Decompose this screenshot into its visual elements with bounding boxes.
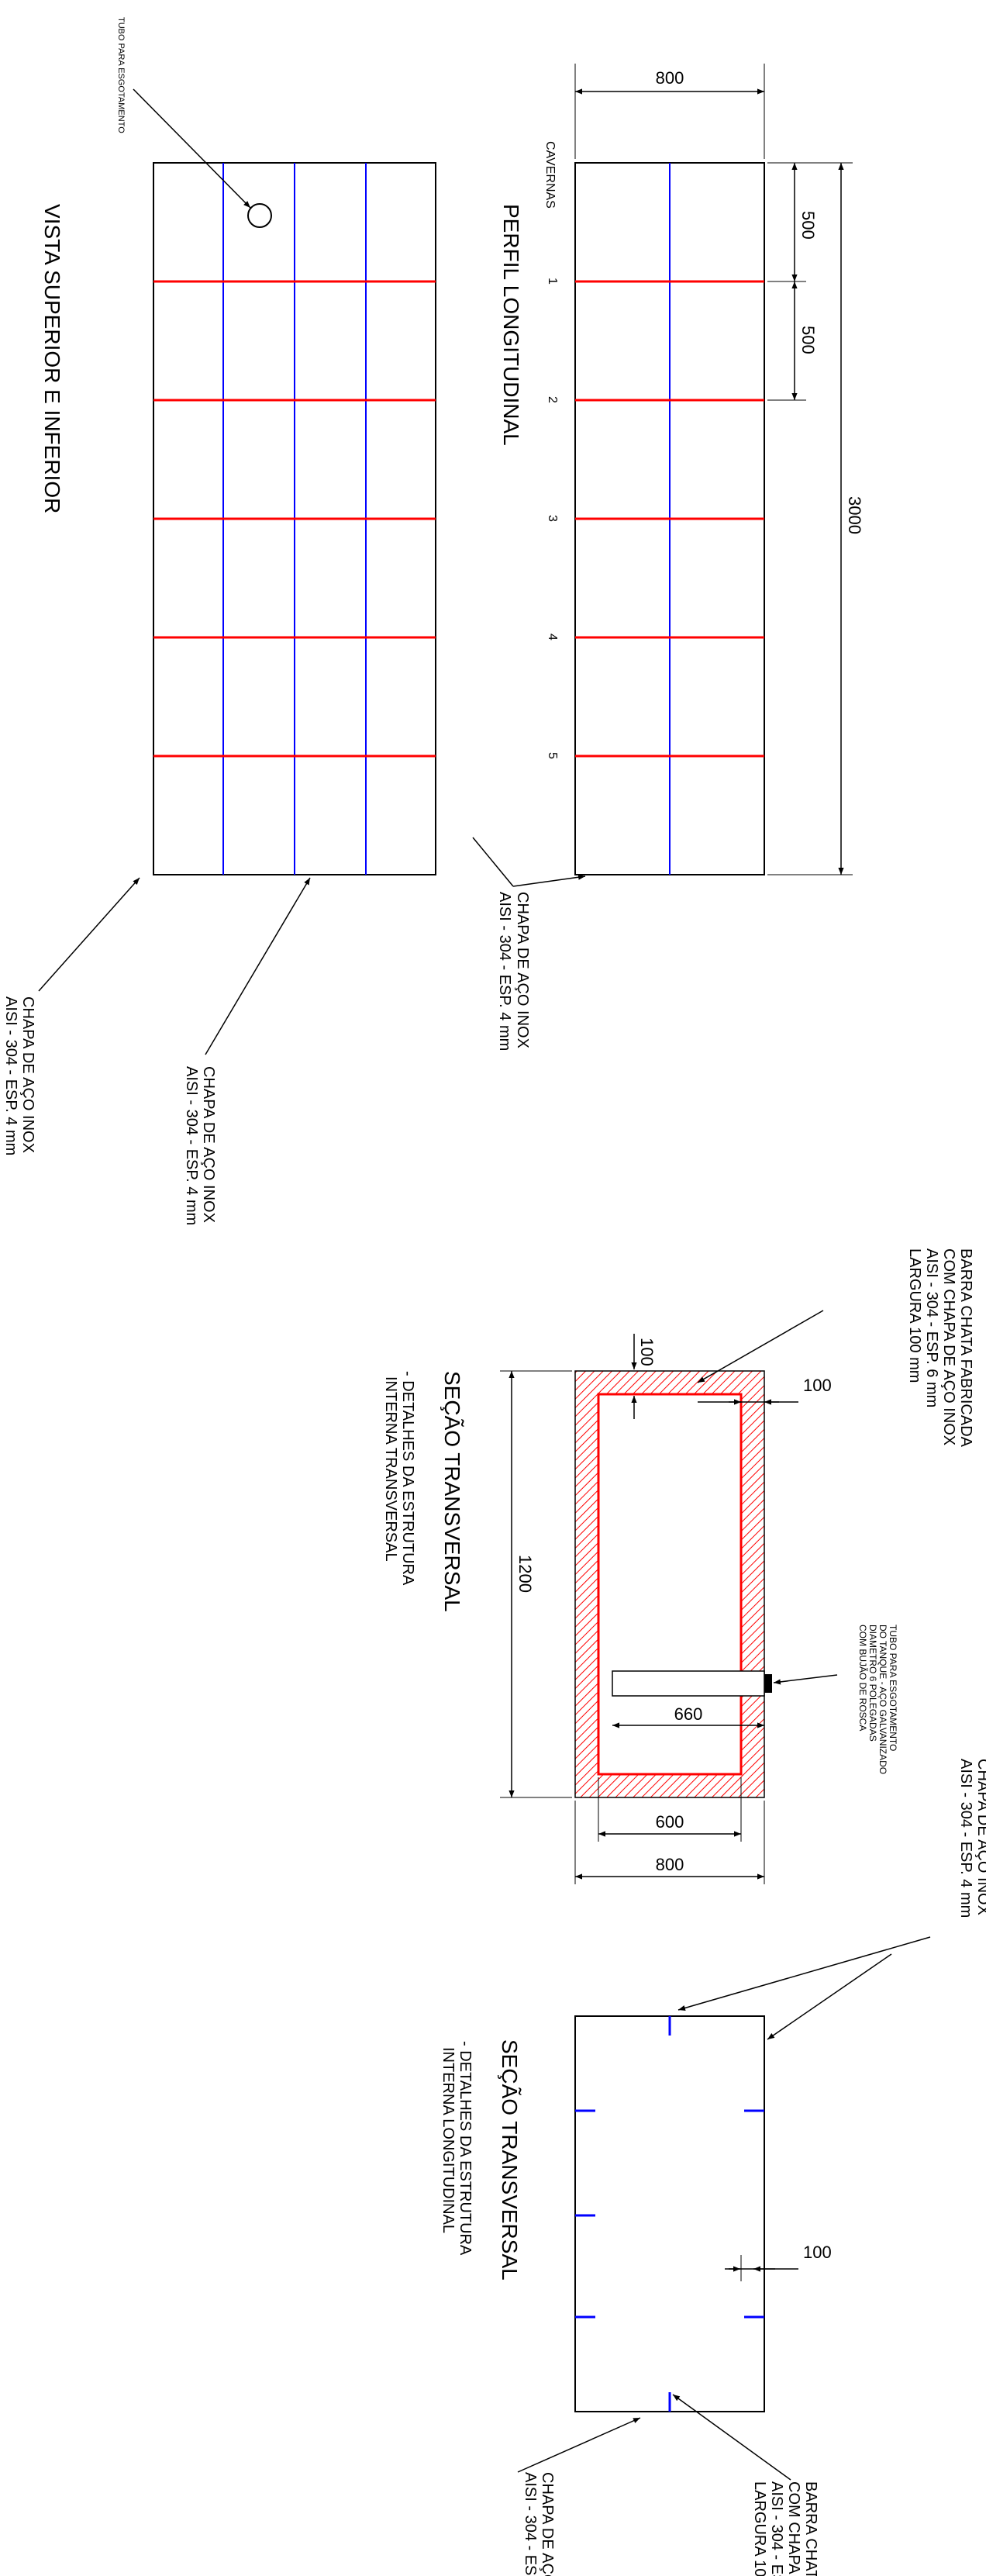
bar-label-1-line4: LARGURA 100 mm [906, 1248, 923, 1383]
bar-leader-1 [697, 1310, 824, 1383]
transverse-section-1: 100 100 1200 660 600 800 BARRA CHATA FAB… [382, 1248, 974, 1884]
section-1-hatch [575, 1371, 764, 1797]
bar-label-2-line2: COM CHAPA DE AÇO INOX [785, 2481, 802, 2576]
caverna-number: 2 [546, 396, 559, 403]
top-view: TUBO PARA ESGOTAMENTO VISTA SUPERIOR E I… [2, 17, 436, 1225]
plate-leader-4 [767, 1953, 892, 2040]
drain-leader [133, 88, 251, 209]
dim-width: 800 [656, 68, 684, 88]
plate-leader-3 [677, 1936, 931, 2011]
drain-note-line1: TUBO PARA ESGOTAMENTO [888, 1625, 898, 1751]
plate-label-5-line1: CHAPA DE AÇO INOX [539, 2472, 556, 2576]
drain-note-leader [773, 1674, 838, 1685]
plate-label-1-line2: AISI - 304 - ESP. 4 mm [2, 996, 19, 1155]
dim-spacing-1: 500 [798, 211, 818, 240]
drain-plug [764, 1674, 772, 1693]
profile-plate-leader [472, 837, 514, 887]
caverna-number: 1 [546, 278, 559, 285]
profile-plate-label-line2: AISI - 304 - ESP. 4 mm [496, 892, 513, 1051]
plate-label-3-line2: AISI - 304 - ESP. 4 mm [957, 1759, 974, 1918]
dim-100-right: 100 [803, 1376, 832, 1395]
plate-label-5-line2: AISI - 304 - ESP. 4 mm [522, 2472, 539, 2576]
section-1-subtitle-line2: INTERNA TRANSVERSAL [382, 1376, 399, 1562]
section-1-inner [597, 1393, 743, 1776]
plate-label-2-line2: AISI - 304 - ESP. 4 mm [183, 1066, 200, 1225]
section-1-title: SEÇÃO TRANSVERSAL [440, 1371, 464, 1612]
profile-plate-label-line1: CHAPA DE AÇO INOX [514, 892, 531, 1048]
cavernas-label: CAVERNAS [543, 141, 557, 209]
plate-label-1-line1: CHAPA DE AÇO INOX [19, 996, 36, 1153]
dim-100-top: 100 [637, 1338, 657, 1366]
dim-600: 600 [656, 1812, 684, 1832]
caverna-number: 5 [546, 752, 559, 759]
dim-100-s2: 100 [803, 2243, 832, 2262]
dim-660: 660 [674, 1704, 703, 1724]
section-2-title: SEÇÃO TRANSVERSAL [498, 2039, 522, 2281]
drain-label: TUBO PARA ESGOTAMENTO [116, 17, 126, 133]
section-1-subtitle-line1: - DETALHES DA ESTRUTURA [399, 1371, 416, 1586]
section-2-outline [574, 2015, 765, 2412]
bar-label-1-line1: BARRA CHATA FABRICADA [957, 1248, 974, 1448]
dim-height: 1200 [515, 1555, 535, 1593]
plate-leader-5 [517, 2417, 641, 2473]
plate-label-2-line1: CHAPA DE AÇO INOX [200, 1066, 217, 1223]
longitudinal-profile: CAVERNAS 1 2 3 4 5 PERFIL LONGITUDINAL 8… [472, 64, 864, 1051]
drain-pipe [612, 1670, 765, 1697]
profile-plate-leader [512, 874, 586, 887]
drain-hole [247, 203, 272, 228]
bar-label-2-line3: AISI - 304 - ESP. 6 mm [768, 2481, 785, 2576]
top-view-title: VISTA SUPERIOR E INFERIOR [40, 204, 64, 513]
section-2-subtitle-line1: - DETALHES DA ESTRUTURA [457, 2041, 474, 2256]
bar-leader-2 [672, 2394, 791, 2481]
bar-label-1-line3: AISI - 304 - ESP. 6 mm [923, 1248, 940, 1407]
caverna-number: 4 [546, 634, 559, 641]
caverna-number: 3 [546, 515, 559, 522]
drain-note-line2: DO TANQUE - AÇO GALVANIZADO [877, 1625, 888, 1774]
dim-length: 3000 [845, 496, 864, 534]
plate-leader-2 [205, 877, 311, 1055]
section-1-outer [574, 1370, 765, 1798]
dim-spacing-2: 500 [798, 326, 818, 354]
transverse-section-2: CHAPA DE AÇO INOX AISI - 304 - ESP. 4 mm… [440, 1759, 986, 2576]
bar-label-2-line4: LARGURA 100 mm [751, 2481, 768, 2576]
bar-label-1-line2: COM CHAPA DE AÇO INOX [940, 1248, 957, 1445]
plate-leader-1 [38, 877, 140, 992]
bar-label-2-line1: BARRA CHATA FABRICADA [802, 2481, 819, 2576]
drain-note-line4: COM BUJÃO DE ROSCA [857, 1625, 868, 1731]
plate-label-3-line1: CHAPA DE AÇO INOX [974, 1759, 986, 1915]
drain-note-line3: DIAMETRO 6 POLEGADAS [867, 1625, 878, 1742]
profile-title: PERFIL LONGITUDINAL [499, 204, 523, 446]
section-2-subtitle-line2: INTERNA LONGITUDINAL [440, 2047, 457, 2233]
dim-800: 800 [656, 1855, 684, 1874]
